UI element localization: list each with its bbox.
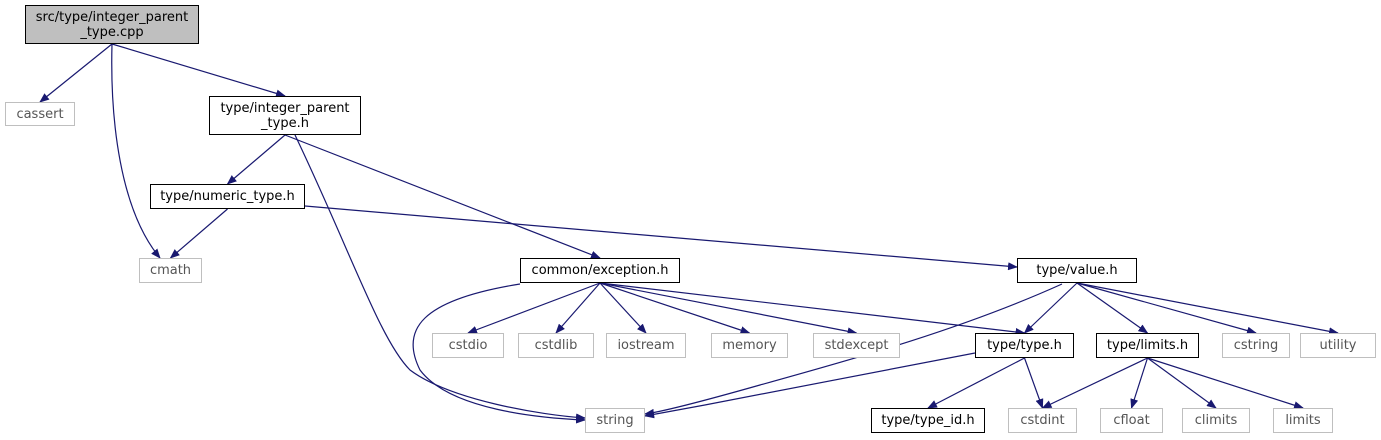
edge-type_h-to-type_id_h: [927, 357, 1025, 409]
node-value-h[interactable]: type/value.h: [1017, 258, 1137, 283]
node-limits-h[interactable]: type/limits.h: [1096, 333, 1199, 358]
edge-limits_h-to-limits: [1147, 357, 1304, 410]
node-label-line: limits: [1285, 413, 1321, 428]
edge-intparent_h-to-exception_h: [284, 134, 601, 259]
node-label-line: src/type/integer_parent: [35, 9, 189, 25]
edge-root-to-cmath: [111, 43, 161, 259]
edge-exception_h-to-cstdio: [467, 282, 601, 334]
edge-value_h-to-utility: [1076, 282, 1339, 336]
node-label-line: cassert: [16, 106, 64, 122]
node-cmath: cmath: [139, 258, 202, 283]
node-climits: climits: [1182, 408, 1250, 433]
edge-value_h-to-type_h: [1023, 282, 1078, 334]
node-type-id-h[interactable]: type/type_id.h: [871, 408, 985, 433]
node-intparent-h[interactable]: type/integer_parent_type.h: [209, 96, 361, 135]
node-label-line: cfloat: [1113, 413, 1150, 428]
node-label-line: cstdlib: [534, 338, 578, 353]
node-label-line: climits: [1194, 413, 1238, 428]
node-label-line: cstdio: [448, 338, 488, 353]
edge-root-to-cassert: [39, 43, 113, 103]
node-cstdint: cstdint: [1008, 408, 1077, 433]
edge-exception_h-to-type_h: [599, 282, 1026, 336]
node-numeric-h[interactable]: type/numeric_type.h: [150, 184, 305, 209]
node-iostream: iostream: [606, 333, 686, 358]
node-label-line: _type.h: [261, 115, 309, 131]
edge-exception_h-to-cstdlib: [555, 282, 601, 334]
node-root[interactable]: src/type/integer_parent_type.cpp: [25, 5, 199, 44]
node-label-line: type/value.h: [1036, 263, 1118, 278]
node-type-h[interactable]: type/type.h: [975, 333, 1074, 358]
node-utility: utility: [1300, 333, 1376, 358]
edge-exception_h-to-string: [412, 283, 586, 424]
node-label-line: type/numeric_type.h: [160, 189, 295, 204]
node-cstring: cstring: [1222, 333, 1290, 358]
edge-intparent_h-to-string: [294, 134, 586, 422]
edge-limits_h-to-climits: [1147, 357, 1217, 409]
edge-value_h-to-string: [644, 283, 1063, 417]
edge-type_h-to-cstdint: [1023, 357, 1044, 409]
node-cfloat: cfloat: [1100, 408, 1163, 433]
node-memory: memory: [711, 333, 788, 358]
node-label-line: cmath: [149, 263, 192, 278]
edge-exception_h-to-memory: [599, 282, 751, 334]
edge-limits_h-to-cstdint: [1041, 357, 1148, 409]
node-cassert: cassert: [5, 102, 75, 126]
node-label-line: string: [596, 413, 634, 428]
node-label-line: iostream: [617, 338, 675, 353]
node-label-line: type/limits.h: [1106, 338, 1189, 353]
node-label-line: type/type_id.h: [881, 413, 975, 428]
node-label-line: type/type.h: [987, 338, 1062, 353]
edge-exception_h-to-stdexcept: [599, 282, 858, 336]
node-label-line: cstring: [1233, 338, 1279, 353]
node-label-line: stdexcept: [824, 338, 889, 353]
edge-type_h-to-string: [644, 352, 976, 419]
node-limits: limits: [1273, 408, 1333, 433]
edge-limits_h-to-cfloat: [1130, 357, 1149, 409]
node-label-line: type/integer_parent: [220, 100, 350, 116]
node-stdexcept: stdexcept: [813, 333, 900, 358]
edge-numeric_h-to-cmath: [169, 208, 228, 259]
edge-numeric_h-to-value_h: [304, 205, 1018, 271]
edge-exception_h-to-iostream: [599, 282, 647, 334]
node-label-line: cstdint: [1020, 413, 1065, 428]
node-label-line: _type.cpp: [80, 24, 144, 40]
node-label-line: utility: [1319, 338, 1357, 353]
edge-value_h-to-limits_h: [1076, 282, 1149, 334]
node-cstdlib: cstdlib: [518, 333, 594, 358]
node-label-line: common/exception.h: [531, 263, 669, 278]
node-cstdio: cstdio: [432, 333, 504, 358]
node-string: string: [585, 408, 645, 433]
edge-intparent_h-to-numeric_h: [226, 134, 286, 185]
edge-root-to-intparent_h: [111, 43, 286, 98]
node-label-line: memory: [722, 338, 777, 353]
node-exception-h[interactable]: common/exception.h: [520, 258, 680, 283]
edge-value_h-to-cstring: [1076, 282, 1257, 335]
